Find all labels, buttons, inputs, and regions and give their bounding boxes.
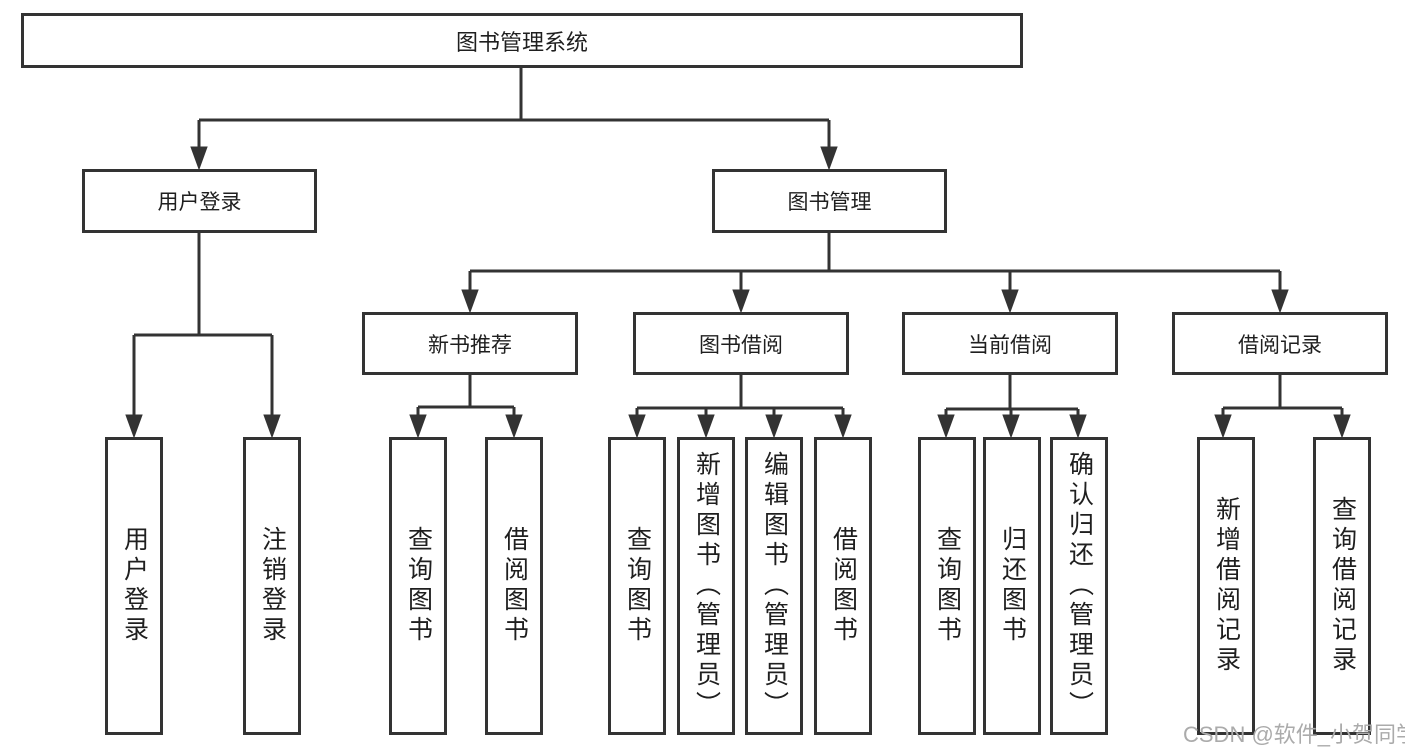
arrowhead <box>1271 289 1289 314</box>
arrowhead <box>1002 414 1020 439</box>
arrowhead <box>190 146 208 171</box>
leaf-nb-borrow-books: 借阅图书 <box>485 437 543 735</box>
arrowhead <box>732 289 750 314</box>
arrowhead <box>937 414 955 439</box>
arrowhead <box>1069 414 1087 439</box>
node-root-library-system: 图书管理系统 <box>21 13 1023 68</box>
arrowhead <box>263 414 281 439</box>
leaf-br-query-record: 查询借阅记录 <box>1313 437 1371 735</box>
arrowhead <box>628 414 646 439</box>
leaf-logout: 注销登录 <box>243 437 301 735</box>
leaf-bb-query-books: 查询图书 <box>608 437 666 735</box>
node-book-borrow: 图书借阅 <box>633 312 849 375</box>
leaf-nb-query-books: 查询图书 <box>389 437 447 735</box>
leaf-bb-borrow-books: 借阅图书 <box>814 437 872 735</box>
leaf-cb-query-books: 查询图书 <box>918 437 976 735</box>
connector-new-book-recommend <box>409 375 523 439</box>
leaf-br-add-record: 新增借阅记录 <box>1197 437 1255 735</box>
leaf-user-login: 用户登录 <box>105 437 163 735</box>
connector-borrow-records <box>1214 375 1351 439</box>
arrowhead <box>1001 289 1019 314</box>
arrowhead <box>765 414 783 439</box>
connector-current-borrow <box>937 375 1087 439</box>
leaf-bb-add-books-admin: 新增图书（管理员） <box>677 437 735 735</box>
node-new-book-recommend: 新书推荐 <box>362 312 578 375</box>
arrowhead <box>409 414 427 439</box>
csdn-watermark: CSDN @软件_小贺同学 <box>1183 722 1405 747</box>
leaf-cb-confirm-return-admin: 确认归还（管理员） <box>1050 437 1108 735</box>
node-user-login: 用户登录 <box>82 169 317 233</box>
arrowhead <box>1333 414 1351 439</box>
arrowhead <box>834 414 852 439</box>
connector-book-borrow <box>628 375 852 439</box>
node-current-borrow: 当前借阅 <box>902 312 1118 375</box>
arrowhead <box>505 414 523 439</box>
arrowhead <box>125 414 143 439</box>
arrowhead <box>820 146 838 171</box>
connector-user-login <box>125 233 281 439</box>
connector-book-mgmt <box>461 233 1289 314</box>
arrowhead <box>461 289 479 314</box>
arrowhead <box>697 414 715 439</box>
arrowhead <box>1214 414 1232 439</box>
node-book-mgmt: 图书管理 <box>712 169 947 233</box>
node-borrow-records: 借阅记录 <box>1172 312 1388 375</box>
leaf-cb-return-books: 归还图书 <box>983 437 1041 735</box>
connector-root <box>190 68 838 171</box>
leaf-bb-edit-books-admin: 编辑图书（管理员） <box>745 437 803 735</box>
